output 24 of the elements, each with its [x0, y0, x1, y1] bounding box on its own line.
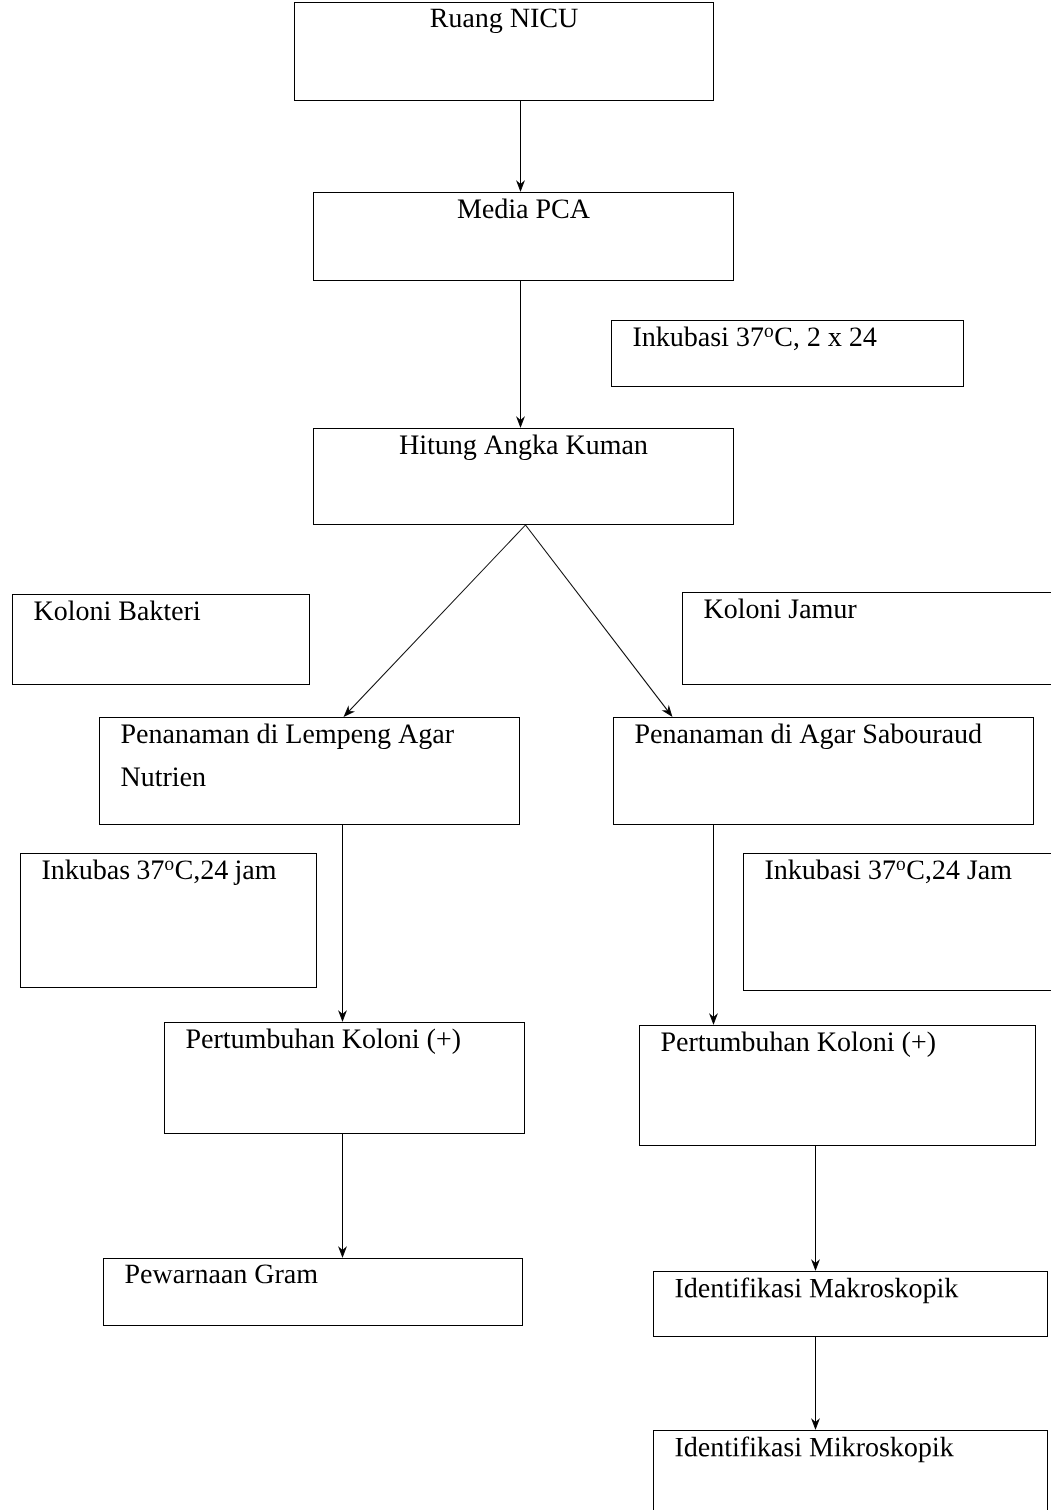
process-box: Ruang NICU [294, 2, 714, 101]
arrow [811, 1145, 820, 1271]
process-box: Penanaman di Lempeng Agar Nutrien [99, 717, 520, 825]
arrow [525, 524, 673, 717]
process-box: Penanaman di Agar Sabouraud [613, 717, 1034, 825]
arrow [516, 280, 525, 428]
arrow [709, 824, 718, 1025]
arrow [344, 524, 526, 717]
arrow [338, 824, 347, 1022]
note-box: Koloni Bakteri [12, 594, 310, 685]
note-box: Koloni Jamur [682, 592, 1051, 685]
process-box: Pertumbuhan Koloni (+) [164, 1022, 525, 1134]
arrow [516, 100, 525, 192]
process-box: Identifikasi Makroskopik [653, 1271, 1048, 1337]
process-box: Media PCA [313, 192, 734, 281]
process-box: Pertumbuhan Koloni (+) [639, 1025, 1036, 1146]
arrow [338, 1133, 347, 1258]
note-box: Inkubasi 37$^{o}$C, 2 x 24 [611, 320, 964, 387]
process-box: Hitung Angka Kuman [313, 428, 734, 525]
arrow [811, 1336, 820, 1430]
process-box: Identifikasi Mikroskopik [653, 1430, 1048, 1510]
note-box: Inkubasi 37$^{o}$C,24 Jam [743, 853, 1051, 991]
note-box: Inkubas 37$^{o}$C,24 jam [20, 853, 317, 988]
process-box: Pewarnaan Gram [103, 1258, 523, 1326]
